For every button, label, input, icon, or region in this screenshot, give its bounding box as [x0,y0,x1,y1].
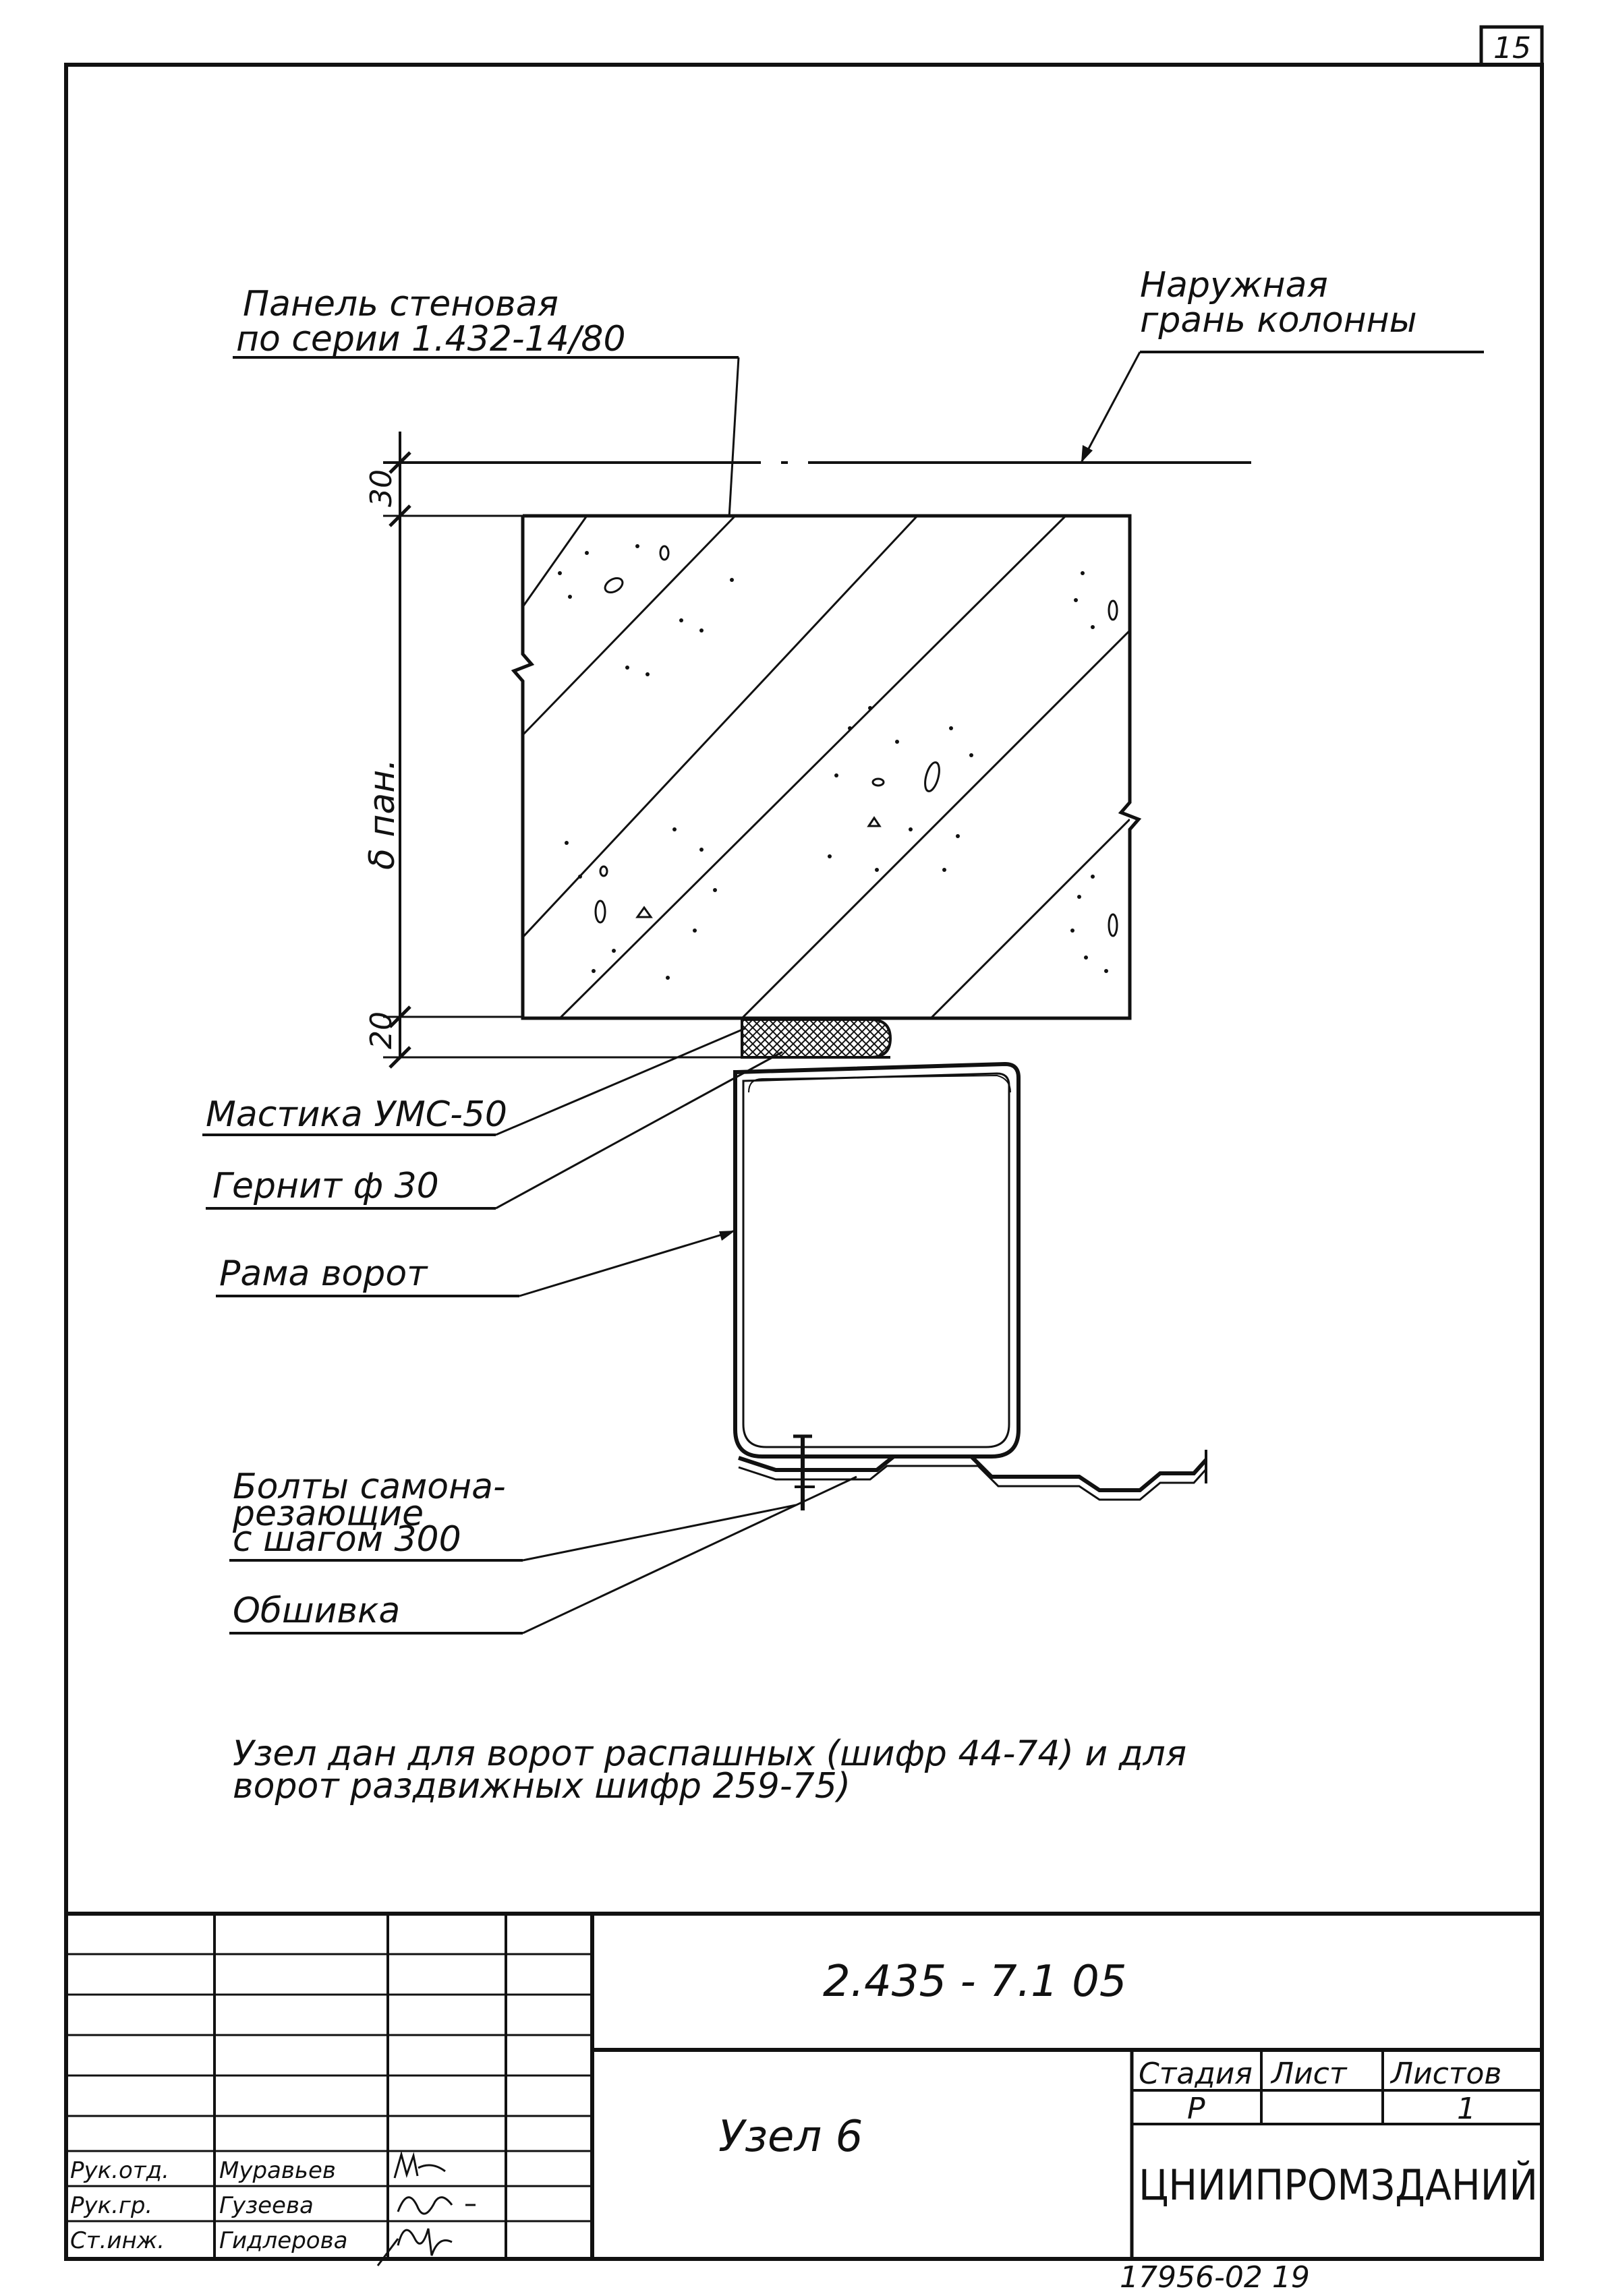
name-2: Гузеева [219,2192,314,2219]
panel-label-line2: по серии 1.432-14/80 [236,319,626,359]
column-face-line1: Наружная [1140,265,1328,305]
note-line2: ворот раздвижных шифр 259-75) [233,1766,851,1806]
panel-label: Панель стеновая по серии 1.432-14/80 [233,284,740,611]
footer-code: 17956-02 19 [1120,2260,1310,2295]
organization-name: ЦНИИПРОМЗДАНИЙ [1139,2160,1538,2210]
wall-panel [511,514,1142,1020]
seal-assembly [741,1018,892,1059]
dimension-chain: 30 δ пан. 20 [362,432,742,1069]
bolts-label-line3: с шагом 300 [233,1519,461,1560]
stage-value: Р [1187,2092,1205,2126]
signature-2 [397,2196,476,2215]
stage-header: Стадия [1139,2057,1253,2091]
role-3: Ст.инж. [70,2227,165,2254]
dim-bottom-gap: 20 [364,1011,399,1049]
sheet-frame [64,63,1544,2261]
panel-label-line1: Панель стеновая [243,284,558,324]
signature-1 [393,2150,446,2179]
column-face-line2: грань колонны [1140,300,1417,341]
dim-top-gap: 30 [364,469,399,507]
corner-mark-text: 15 [1493,31,1531,65]
title-block [66,1912,1542,2259]
sheet-header: Лист [1270,2057,1348,2091]
sheathing-callout: Обшивка [229,1475,857,1635]
note: Узел дан для ворот распашных (шифр 44-74… [233,1734,1186,1806]
gernit-callout: Гернит ф 30 [206,1051,783,1210]
drawing-title: Узел 6 [718,2112,863,2162]
sheet-corner-mark: 15 [1479,25,1544,67]
sheathing-profile [738,1450,1208,1501]
sheets-value: 1 [1457,2092,1476,2126]
bolts-callout: Болты самона- резающие с шагом 300 [229,1467,797,1562]
role-2: Рук.гр. [70,2192,152,2219]
bolts-label-line1: Болты самона- [233,1467,506,1507]
doc-code: 2.435 - 7.1 05 [823,1957,1127,2007]
gate-frame [733,1061,1021,1459]
sheathing-label: Обшивка [233,1591,400,1631]
bolt [793,1434,815,1510]
column-face-label: Наружная грань колонны [1080,265,1484,463]
bolts-label-line2: резающие [232,1494,424,1534]
gernit-label: Гернит ф 30 [212,1166,439,1206]
gate-frame-callout: Рама ворот [216,1229,736,1297]
name-1: Муравьев [219,2157,336,2184]
note-line1: Узел дан для ворот распашных (шифр 44-74… [233,1734,1186,1774]
name-3: Гидлерова [219,2227,347,2254]
mastic-label: Мастика УМС-50 [206,1094,507,1135]
gate-frame-label: Рама ворот [219,1254,428,1294]
mastic-callout: Мастика УМС-50 [202,1027,746,1136]
sheets-header: Листов [1389,2057,1501,2091]
signature-rows: Рук.отд. Муравьев Рук.гр. Гузеева Ст.инж… [70,2150,476,2266]
role-1: Рук.отд. [70,2157,169,2184]
signature-3 [376,2228,453,2266]
dim-panel-thickness: δ пан. [362,759,403,870]
